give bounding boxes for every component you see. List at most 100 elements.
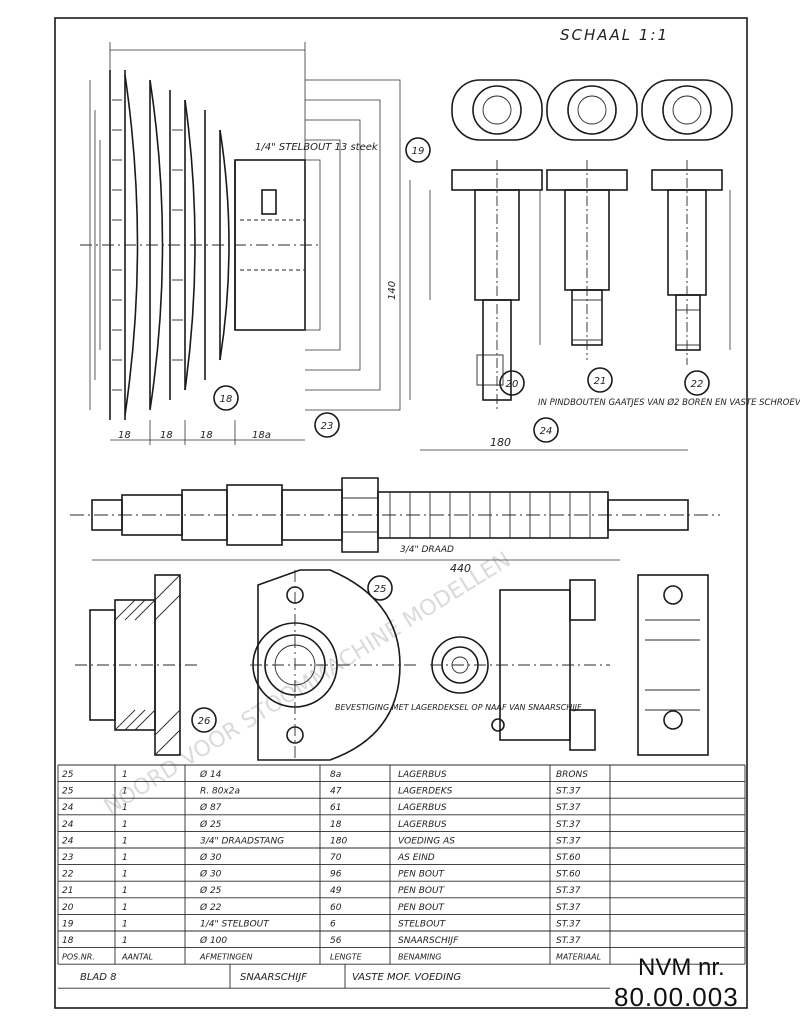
- table-cell: 70: [330, 853, 342, 863]
- shaft-assembly: 180 440 3/4" DRAAD: [70, 436, 720, 575]
- table-header: AFMETINGEN: [199, 953, 253, 962]
- cover-note: BEVESTIGING MET LAGERDEKSEL OP NAAF VAN …: [335, 703, 582, 712]
- table-cell: 1: [122, 787, 128, 797]
- table-cell: 1: [122, 870, 128, 880]
- nvm-label: NVM nr.: [638, 954, 725, 981]
- table-cell: ST.37: [556, 903, 581, 913]
- table-cell: STELBOUT: [398, 919, 447, 929]
- callout-22: 22: [684, 370, 710, 396]
- table-cell: 8a: [330, 770, 341, 780]
- table-cell: ST.37: [556, 836, 581, 846]
- callout-21: 21: [587, 367, 613, 393]
- pin-bolt-20: 140: [387, 160, 543, 410]
- table-cell: ST.37: [556, 820, 581, 830]
- table-cell: 1: [122, 903, 128, 913]
- scale-label: SCHAAL 1:1: [560, 26, 670, 44]
- table-cell: AS EIND: [397, 853, 435, 863]
- length-440-text: 440: [450, 562, 471, 575]
- svg-text:18: 18: [200, 430, 213, 441]
- table-cell: 1: [122, 919, 128, 929]
- table-cell: 49: [330, 886, 342, 896]
- title-block-text: BLAD 8: [80, 972, 117, 983]
- table-cell: ST.37: [556, 936, 581, 946]
- callout-19: 19: [405, 137, 431, 163]
- table-cell: LAGERBUS: [398, 803, 447, 813]
- svg-text:20: 20: [506, 379, 519, 390]
- table-cell: LAGERDEKS: [398, 787, 453, 797]
- table-cell: 1/4" STELBOUT: [200, 919, 270, 929]
- table-cell: 22: [62, 870, 74, 880]
- table-cell: 1: [122, 836, 128, 846]
- svg-text:19: 19: [412, 146, 425, 157]
- table-cell: 25: [62, 787, 74, 797]
- callout-25: 25: [367, 575, 393, 601]
- svg-text:140: 140: [387, 281, 398, 300]
- table-cell: Ø 100: [199, 935, 227, 946]
- table-cell: LAGERBUS: [398, 770, 447, 780]
- title-block-text: SNAARSCHIJF: [240, 972, 307, 983]
- table-cell: 1: [122, 820, 128, 830]
- table-cell: 20: [62, 903, 74, 913]
- table-header: MATERIAAL: [556, 953, 601, 962]
- table-cell: 56: [330, 936, 342, 946]
- svg-text:18: 18: [118, 430, 131, 441]
- table-cell: VOEDING AS: [398, 836, 455, 846]
- table-cell: 1: [122, 770, 128, 780]
- table-cell: Ø 25: [199, 885, 222, 896]
- table-header: POS.NR.: [62, 953, 95, 962]
- table-cell: 24: [62, 836, 74, 846]
- table-cell: 47: [330, 787, 342, 797]
- callouts: 18 19 20 21 22 23 24 25 26: [191, 137, 710, 733]
- table-cell: Ø 22: [199, 902, 222, 913]
- table-cell: 1: [122, 803, 128, 813]
- table-cell: LAGERBUS: [398, 820, 447, 830]
- callout-23: 23: [314, 412, 340, 438]
- svg-text:21: 21: [594, 376, 607, 387]
- table-cell: 18: [330, 820, 342, 830]
- svg-text:22: 22: [691, 379, 704, 390]
- table-cell: 3/4" DRAADSTANG: [200, 836, 284, 846]
- table-cell: 18: [62, 936, 74, 946]
- bearing-block-end: [637, 574, 709, 756]
- svg-text:18a: 18a: [252, 430, 271, 441]
- nvm-number: 80.00.003: [614, 982, 739, 1012]
- table-cell: 24: [62, 803, 74, 813]
- table-cell: 1: [122, 886, 128, 896]
- pin-bolt-22: [651, 160, 731, 365]
- title-block-text: VASTE MOF. VOEDING: [352, 972, 461, 983]
- table-cell: Ø 87: [199, 802, 222, 813]
- stelbout-label: 1/4" STELBOUT 13 steek: [255, 142, 379, 153]
- table-cell: 19: [62, 919, 74, 929]
- table-cell: SNAARSCHIJF: [398, 936, 459, 946]
- table-cell: 1: [122, 936, 128, 946]
- svg-text:18: 18: [160, 430, 173, 441]
- table-cell: ST.60: [556, 853, 581, 863]
- svg-text:24: 24: [540, 426, 553, 437]
- bearing-block-side: [430, 579, 610, 751]
- callout-24: 24: [533, 417, 559, 443]
- pin-bolt-21: [539, 160, 628, 360]
- callout-26: 26: [191, 707, 217, 733]
- table-cell: Ø 30: [199, 869, 222, 880]
- table-cell: ST.60: [556, 870, 581, 880]
- svg-text:26: 26: [198, 716, 211, 727]
- svg-text:18: 18: [220, 394, 233, 405]
- length-main-text: 180: [490, 436, 511, 449]
- table-cell: PEN BOUT: [398, 886, 446, 896]
- table-header: AANTAL: [121, 953, 153, 962]
- table-cell: Ø 25: [199, 819, 222, 830]
- watermark: NOORD VOOR STOOMMACHINE MODELLEN: [100, 548, 515, 821]
- table-cell: ST.37: [556, 787, 581, 797]
- table-cell: ST.37: [556, 803, 581, 813]
- callout-20: 20: [499, 370, 525, 396]
- table-cell: 96: [330, 870, 342, 880]
- table-cell: BRONS: [556, 770, 588, 780]
- table-cell: R. 80x2a: [200, 787, 240, 797]
- table-cell: PEN BOUT: [398, 870, 446, 880]
- pulley-side-view: 18 18 18 18a 1/4" STELBOUT 13 steek: [80, 42, 401, 445]
- table-cell: 60: [330, 903, 342, 913]
- table-cell: 24: [62, 820, 74, 830]
- table-header: LENGTE: [330, 953, 363, 962]
